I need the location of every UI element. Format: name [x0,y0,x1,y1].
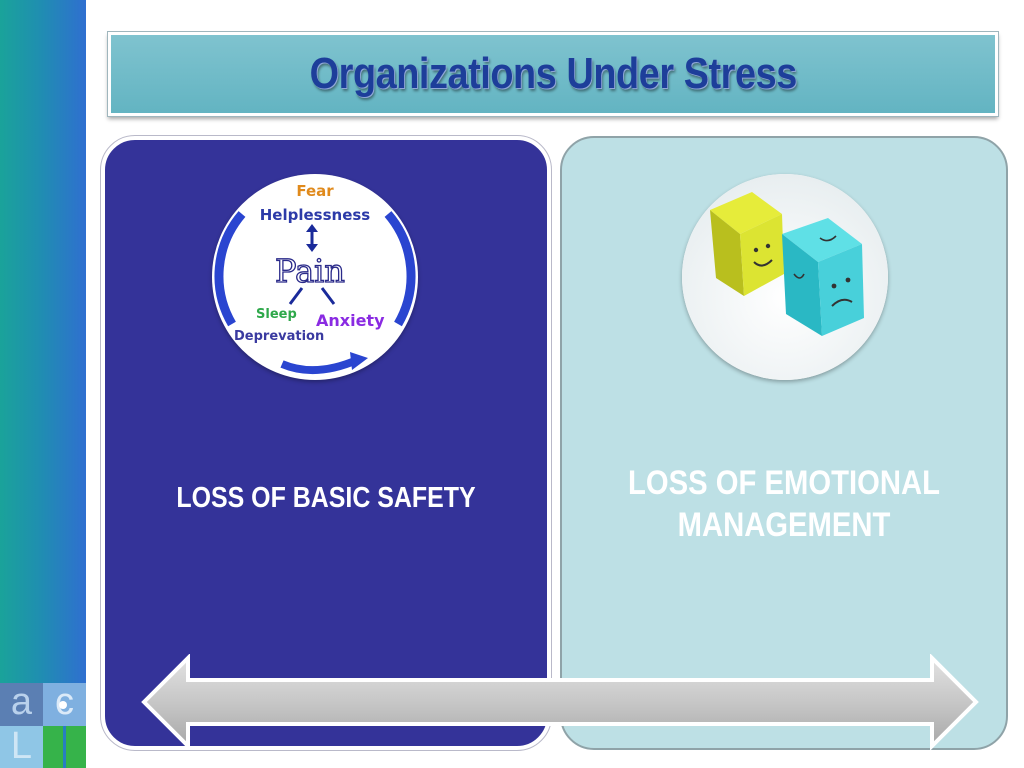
slide-title: Organizations Under Stress [309,49,797,98]
acl-logo: a c L [0,683,86,768]
emotion-dice-image-icon [682,174,888,380]
title-banner: Organizations Under Stress [107,31,999,117]
right-label-line1: LOSS OF EMOTIONAL [628,464,940,502]
word-anxiety: Anxiety [316,311,385,330]
right-panel-label: LOSS OF EMOTIONAL MANAGEMENT [595,462,973,546]
double-headed-arrow-icon [141,654,979,750]
yellow-die-eye [753,247,759,253]
logo-green-bar [66,726,86,768]
right-label-line2: MANAGEMENT [677,506,891,544]
logo-green-bar [43,726,63,768]
cycle-arc-left [214,211,246,327]
arrow-to-sleep [288,287,304,305]
yellow-die-top [710,192,782,234]
arrow-shape [141,654,979,750]
arrow-down-head [306,244,318,252]
word-helplessness: Helplessness [260,206,371,224]
word-pain: Pain [275,252,345,290]
arrow-to-anxiety [320,287,336,305]
yellow-die-side [710,210,744,296]
cyan-die-eye [831,283,837,289]
cycle-arrowhead [350,352,368,370]
left-accent-strip [0,0,86,768]
cyan-die-front [818,244,864,336]
cyan-die-side-face [793,273,805,279]
yellow-die-eye [765,243,771,249]
logo-dot [59,701,67,709]
logo-letter-l: L [0,726,43,768]
cyan-die-side [782,234,822,336]
cyan-die-top-face [819,235,837,242]
yellow-die-smile [753,259,773,267]
word-fear: Fear [296,182,334,200]
yellow-die-front [740,214,784,296]
cycle-arc-right [384,211,416,327]
stress-cycle-svg: Fear Helplessness Pain Sleep Deprevation… [214,182,416,375]
word-deprevation: Deprevation [234,329,324,344]
logo-letter-a: a [0,683,43,726]
dice-svg [682,174,888,380]
word-sleep: Sleep [256,307,297,322]
cyan-die-eye [845,277,851,283]
stress-cycle-diagram-icon: Fear Helplessness Pain Sleep Deprevation… [212,174,418,380]
left-panel-label: LOSS OF BASIC SAFETY [176,482,476,514]
cyan-die-frown [831,298,853,307]
arrow-up-head [306,224,318,232]
cycle-arc-bottom [280,356,359,375]
